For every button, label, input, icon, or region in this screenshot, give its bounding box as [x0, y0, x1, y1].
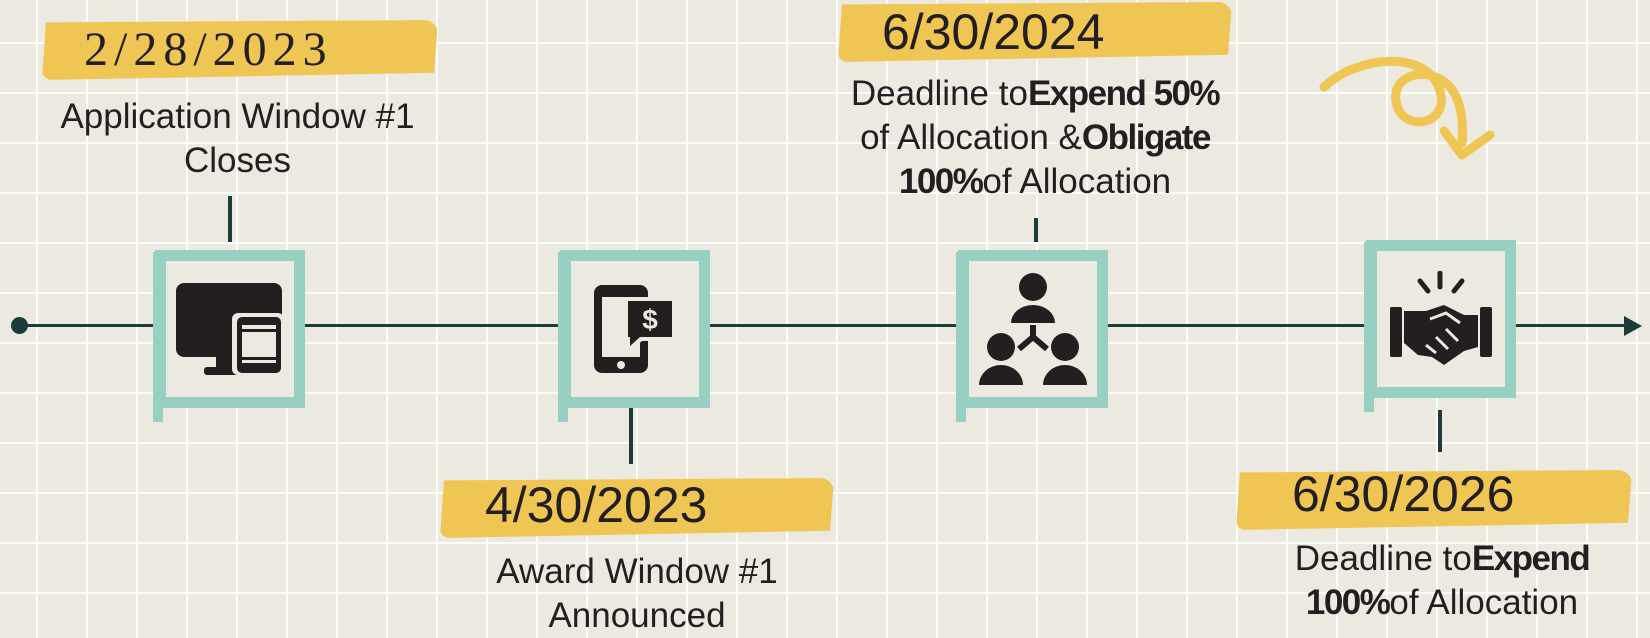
label-text: Deadline to [1294, 539, 1472, 578]
label-emphasis: 100% [898, 162, 984, 201]
milestone-4-date-banner [1236, 470, 1632, 530]
milestone-3-connector [1034, 218, 1038, 242]
milestone-4-connector [1438, 410, 1442, 452]
label-text: of Allocation [982, 162, 1172, 201]
svg-text:$: $ [642, 304, 658, 335]
label-line: Deadline toExpend 50% [810, 72, 1260, 116]
label-line: Award Window #1 [438, 550, 836, 594]
milestone-1-date: 2/28/2023 [84, 23, 333, 76]
timeline-arrowhead-icon [1624, 316, 1642, 336]
milestone-4-icon-frame [1364, 240, 1516, 412]
mobile-payment-icon: $ [594, 285, 676, 373]
timeline-start-dot [11, 317, 28, 334]
label-line: Closes [40, 139, 435, 183]
milestone-3-icon-frame [956, 250, 1108, 422]
label-text: of Allocation [1389, 583, 1579, 622]
label-line: 100%of Allocation [1262, 581, 1622, 625]
label-emphasis: Expend 50% [1027, 74, 1221, 113]
label-emphasis: Expend [1471, 539, 1591, 578]
team-hierarchy-icon [979, 273, 1087, 385]
timeline-axis [20, 324, 1628, 327]
milestone-3-date: 6/30/2024 [882, 4, 1105, 60]
label-text: Application Window #1 [60, 97, 415, 136]
milestone-4-date: 6/30/2026 [1292, 466, 1515, 522]
label-emphasis: Obligate [1081, 118, 1212, 157]
milestone-3-date-banner [838, 2, 1232, 62]
computer-devices-icon [176, 283, 284, 375]
milestone-2-connector [629, 408, 633, 464]
label-text: Deadline to [850, 74, 1028, 113]
milestone-3-label: Deadline toExpend 50%of Allocation &Obli… [810, 72, 1260, 204]
milestone-2-label: Award Window #1 Announced [438, 550, 836, 638]
label-text: Award Window #1 [496, 552, 778, 591]
label-line: Deadline toExpend [1262, 537, 1622, 581]
milestone-2-icon-frame: $ [558, 250, 710, 422]
milestone-2-date: 4/30/2023 [485, 477, 708, 533]
label-line: 100%of Allocation [810, 160, 1260, 204]
label-text: of Allocation & [860, 118, 1082, 157]
label-line: Application Window #1 [40, 95, 435, 139]
label-text: Closes [184, 141, 291, 180]
milestone-1-date-banner [42, 20, 438, 80]
milestone-1-icon-frame [153, 250, 305, 422]
label-line: of Allocation &Obligate [810, 116, 1260, 160]
milestone-1-connector [228, 196, 232, 242]
handshake-icon [1390, 271, 1492, 365]
label-emphasis: 100% [1305, 583, 1391, 622]
label-text: Announced [548, 596, 726, 635]
curly-arrow-icon [1319, 56, 1495, 160]
milestone-2-date-banner [440, 478, 834, 538]
label-line: Announced [438, 594, 836, 638]
milestone-1-label: Application Window #1 Closes [40, 95, 435, 183]
